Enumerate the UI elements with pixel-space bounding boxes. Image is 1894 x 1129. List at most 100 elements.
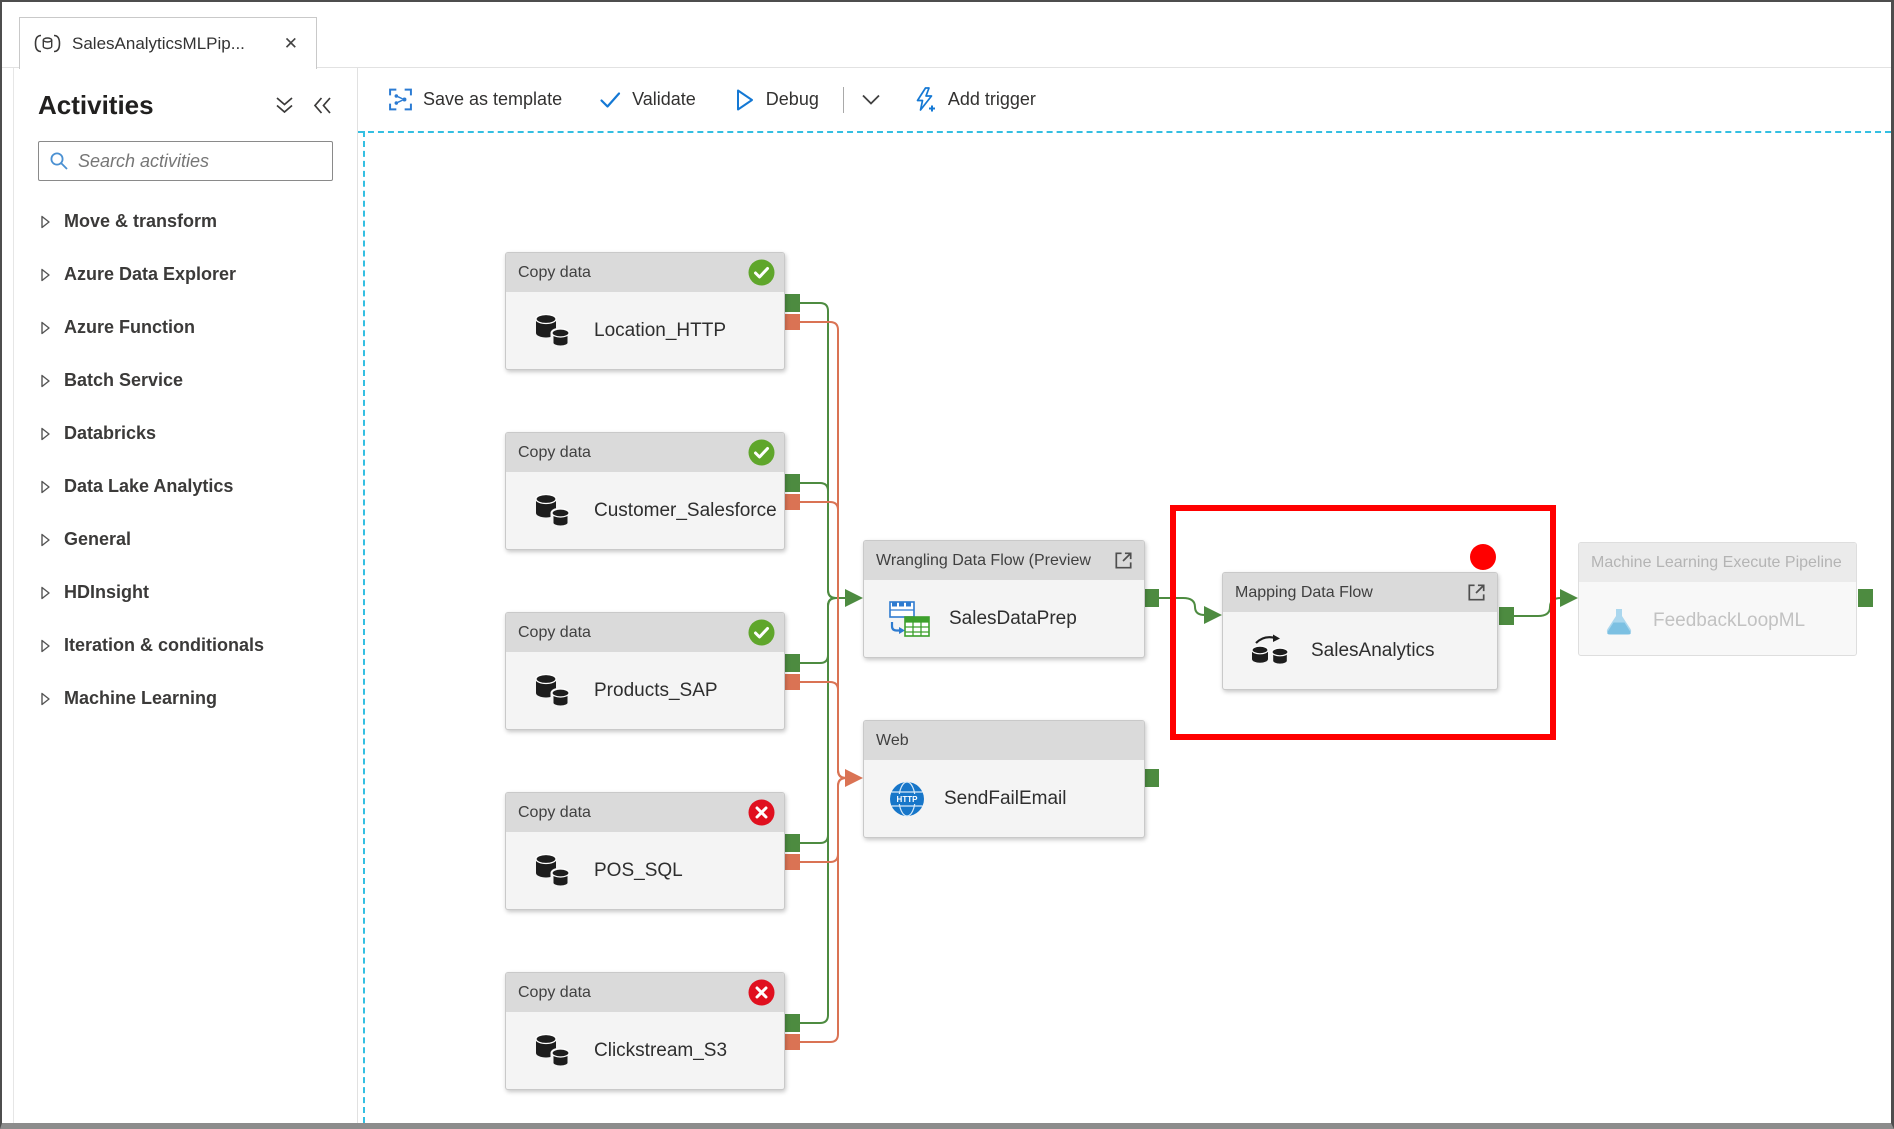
expand-caret-icon[interactable] — [40, 639, 51, 653]
open-in-new-icon[interactable] — [1112, 549, 1135, 572]
activity-category-list: Move & transform Azure Data Explorer Azu… — [2, 195, 357, 725]
error-cross-icon — [748, 979, 775, 1006]
node-salesanalytics[interactable]: Mapping Data Flow — [1222, 572, 1498, 690]
expand-caret-icon[interactable] — [40, 692, 51, 706]
toolbar-separator — [842, 86, 844, 113]
output-port-success[interactable] — [785, 294, 800, 312]
output-port-success[interactable] — [785, 654, 800, 672]
node-customer-salesforce[interactable]: Copy data Customer_Sales — [505, 432, 785, 550]
web-http-icon: HTTP — [890, 780, 924, 817]
save-as-template-button[interactable]: Save as template — [388, 87, 562, 112]
expand-caret-icon[interactable] — [40, 533, 51, 547]
expand-caret-icon[interactable] — [40, 374, 51, 388]
node-location-http[interactable]: Copy data Location_HTTP — [505, 252, 785, 370]
wrangling-data-flow-icon — [889, 600, 930, 637]
highlight-dot — [1470, 544, 1496, 570]
success-check-icon — [748, 619, 775, 646]
add-trigger-bolt-icon — [916, 86, 935, 111]
validate-check-icon — [600, 91, 621, 108]
expand-caret-icon[interactable] — [40, 268, 51, 282]
debug-button[interactable]: Debug — [732, 87, 819, 113]
copy-data-icon — [535, 313, 571, 348]
status-badge — [748, 259, 775, 286]
copy-data-icon — [535, 673, 571, 708]
expand-caret-icon[interactable] — [40, 480, 51, 494]
expand-caret-icon[interactable] — [40, 586, 51, 600]
node-sendfailemail[interactable]: Web HTTP SendFailEmail — [863, 720, 1145, 838]
sidebar-item-azure-function[interactable]: Azure Function — [2, 301, 357, 354]
sidebar-item-iteration-conditionals[interactable]: Iteration & conditionals — [2, 619, 357, 672]
canvas-boundary-top — [358, 131, 1891, 133]
debug-options-chevron-icon[interactable] — [860, 92, 882, 108]
connector-failure — [800, 777, 847, 863]
connector-success — [800, 482, 847, 599]
sidebar-item-hdinsight[interactable]: HDInsight — [2, 566, 357, 619]
node-feedbackloopml[interactable]: Machine Learning Execute Pipeline Feedba… — [1578, 542, 1857, 656]
output-port-failure[interactable] — [785, 854, 800, 870]
activities-sidebar: Activities Move & transform — [2, 68, 358, 1123]
collapse-panel-icon[interactable] — [312, 96, 333, 115]
sidebar-item-general[interactable]: General — [2, 513, 357, 566]
output-port-failure[interactable] — [785, 494, 800, 510]
output-port-success[interactable] — [1858, 589, 1873, 607]
connector-success — [1514, 597, 1562, 617]
expand-caret-icon[interactable] — [40, 321, 51, 335]
status-badge — [748, 619, 775, 646]
sidebar-item-databricks[interactable]: Databricks — [2, 407, 357, 460]
connector-success — [800, 597, 847, 844]
open-in-new-icon[interactable] — [1465, 581, 1488, 604]
connector-success — [800, 597, 847, 1024]
sidebar-item-data-lake-analytics[interactable]: Data Lake Analytics — [2, 460, 357, 513]
tab-strip: SalesAnalyticsMLPip... ✕ — [2, 2, 1891, 69]
search-icon — [50, 152, 68, 170]
tab-close-icon[interactable]: ✕ — [283, 33, 298, 53]
output-port-success[interactable] — [785, 474, 800, 492]
output-port-success[interactable] — [1499, 607, 1514, 625]
output-port-success[interactable] — [1144, 769, 1159, 787]
search-input[interactable] — [78, 150, 322, 172]
input-arrow-success — [1560, 589, 1578, 607]
status-badge — [748, 439, 775, 466]
connector-failure — [800, 777, 847, 1043]
node-salesdataprep[interactable]: Wrangling Data Flow (Preview — [863, 540, 1145, 658]
sidebar-item-move-transform[interactable]: Move & transform — [2, 195, 357, 248]
output-port-success[interactable] — [1144, 589, 1159, 607]
input-arrow-failure — [845, 769, 863, 787]
svg-text:HTTP: HTTP — [897, 795, 919, 804]
sidebar-item-batch-service[interactable]: Batch Service — [2, 354, 357, 407]
node-pos-sql[interactable]: Copy data POS_SQL — [505, 792, 785, 910]
output-port-failure[interactable] — [785, 1034, 800, 1050]
output-port-failure[interactable] — [785, 314, 800, 330]
copy-data-icon — [535, 493, 571, 528]
output-port-success[interactable] — [785, 834, 800, 852]
debug-play-icon — [736, 89, 753, 110]
sidebar-item-machine-learning[interactable]: Machine Learning — [2, 672, 357, 725]
copy-data-icon — [535, 1033, 571, 1068]
pipeline-tab[interactable]: SalesAnalyticsMLPip... ✕ — [19, 17, 317, 69]
pipeline-toolbar: Save as template Validate Debug — [358, 68, 1891, 131]
error-cross-icon — [748, 799, 775, 826]
add-trigger-button[interactable]: Add trigger — [912, 86, 1036, 114]
activities-title: Activities — [38, 90, 154, 120]
copy-data-icon — [535, 853, 571, 888]
success-check-icon — [748, 259, 775, 286]
connector-failure — [800, 501, 847, 779]
output-port-failure[interactable] — [785, 674, 800, 690]
success-check-icon — [748, 439, 775, 466]
connector-failure — [800, 681, 847, 779]
status-badge — [748, 979, 775, 1006]
mapping-data-flow-icon — [1251, 634, 1290, 666]
output-port-success[interactable] — [785, 1014, 800, 1032]
sidebar-item-azure-data-explorer[interactable]: Azure Data Explorer — [2, 248, 357, 301]
machine-learning-flask-icon — [1606, 608, 1632, 634]
status-badge — [748, 799, 775, 826]
collapse-all-icon[interactable] — [273, 96, 296, 115]
validate-button[interactable]: Validate — [598, 88, 696, 112]
expand-caret-icon[interactable] — [40, 427, 51, 441]
pipeline-canvas[interactable]: Copy data Location_HTTP — [358, 131, 1891, 1123]
pipeline-icon — [34, 34, 61, 53]
node-products-sap[interactable]: Copy data Products_SAP — [505, 612, 785, 730]
expand-caret-icon[interactable] — [40, 215, 51, 229]
connector-failure — [800, 321, 847, 779]
node-clickstream-s3[interactable]: Copy data Clickstream_S3 — [505, 972, 785, 1090]
